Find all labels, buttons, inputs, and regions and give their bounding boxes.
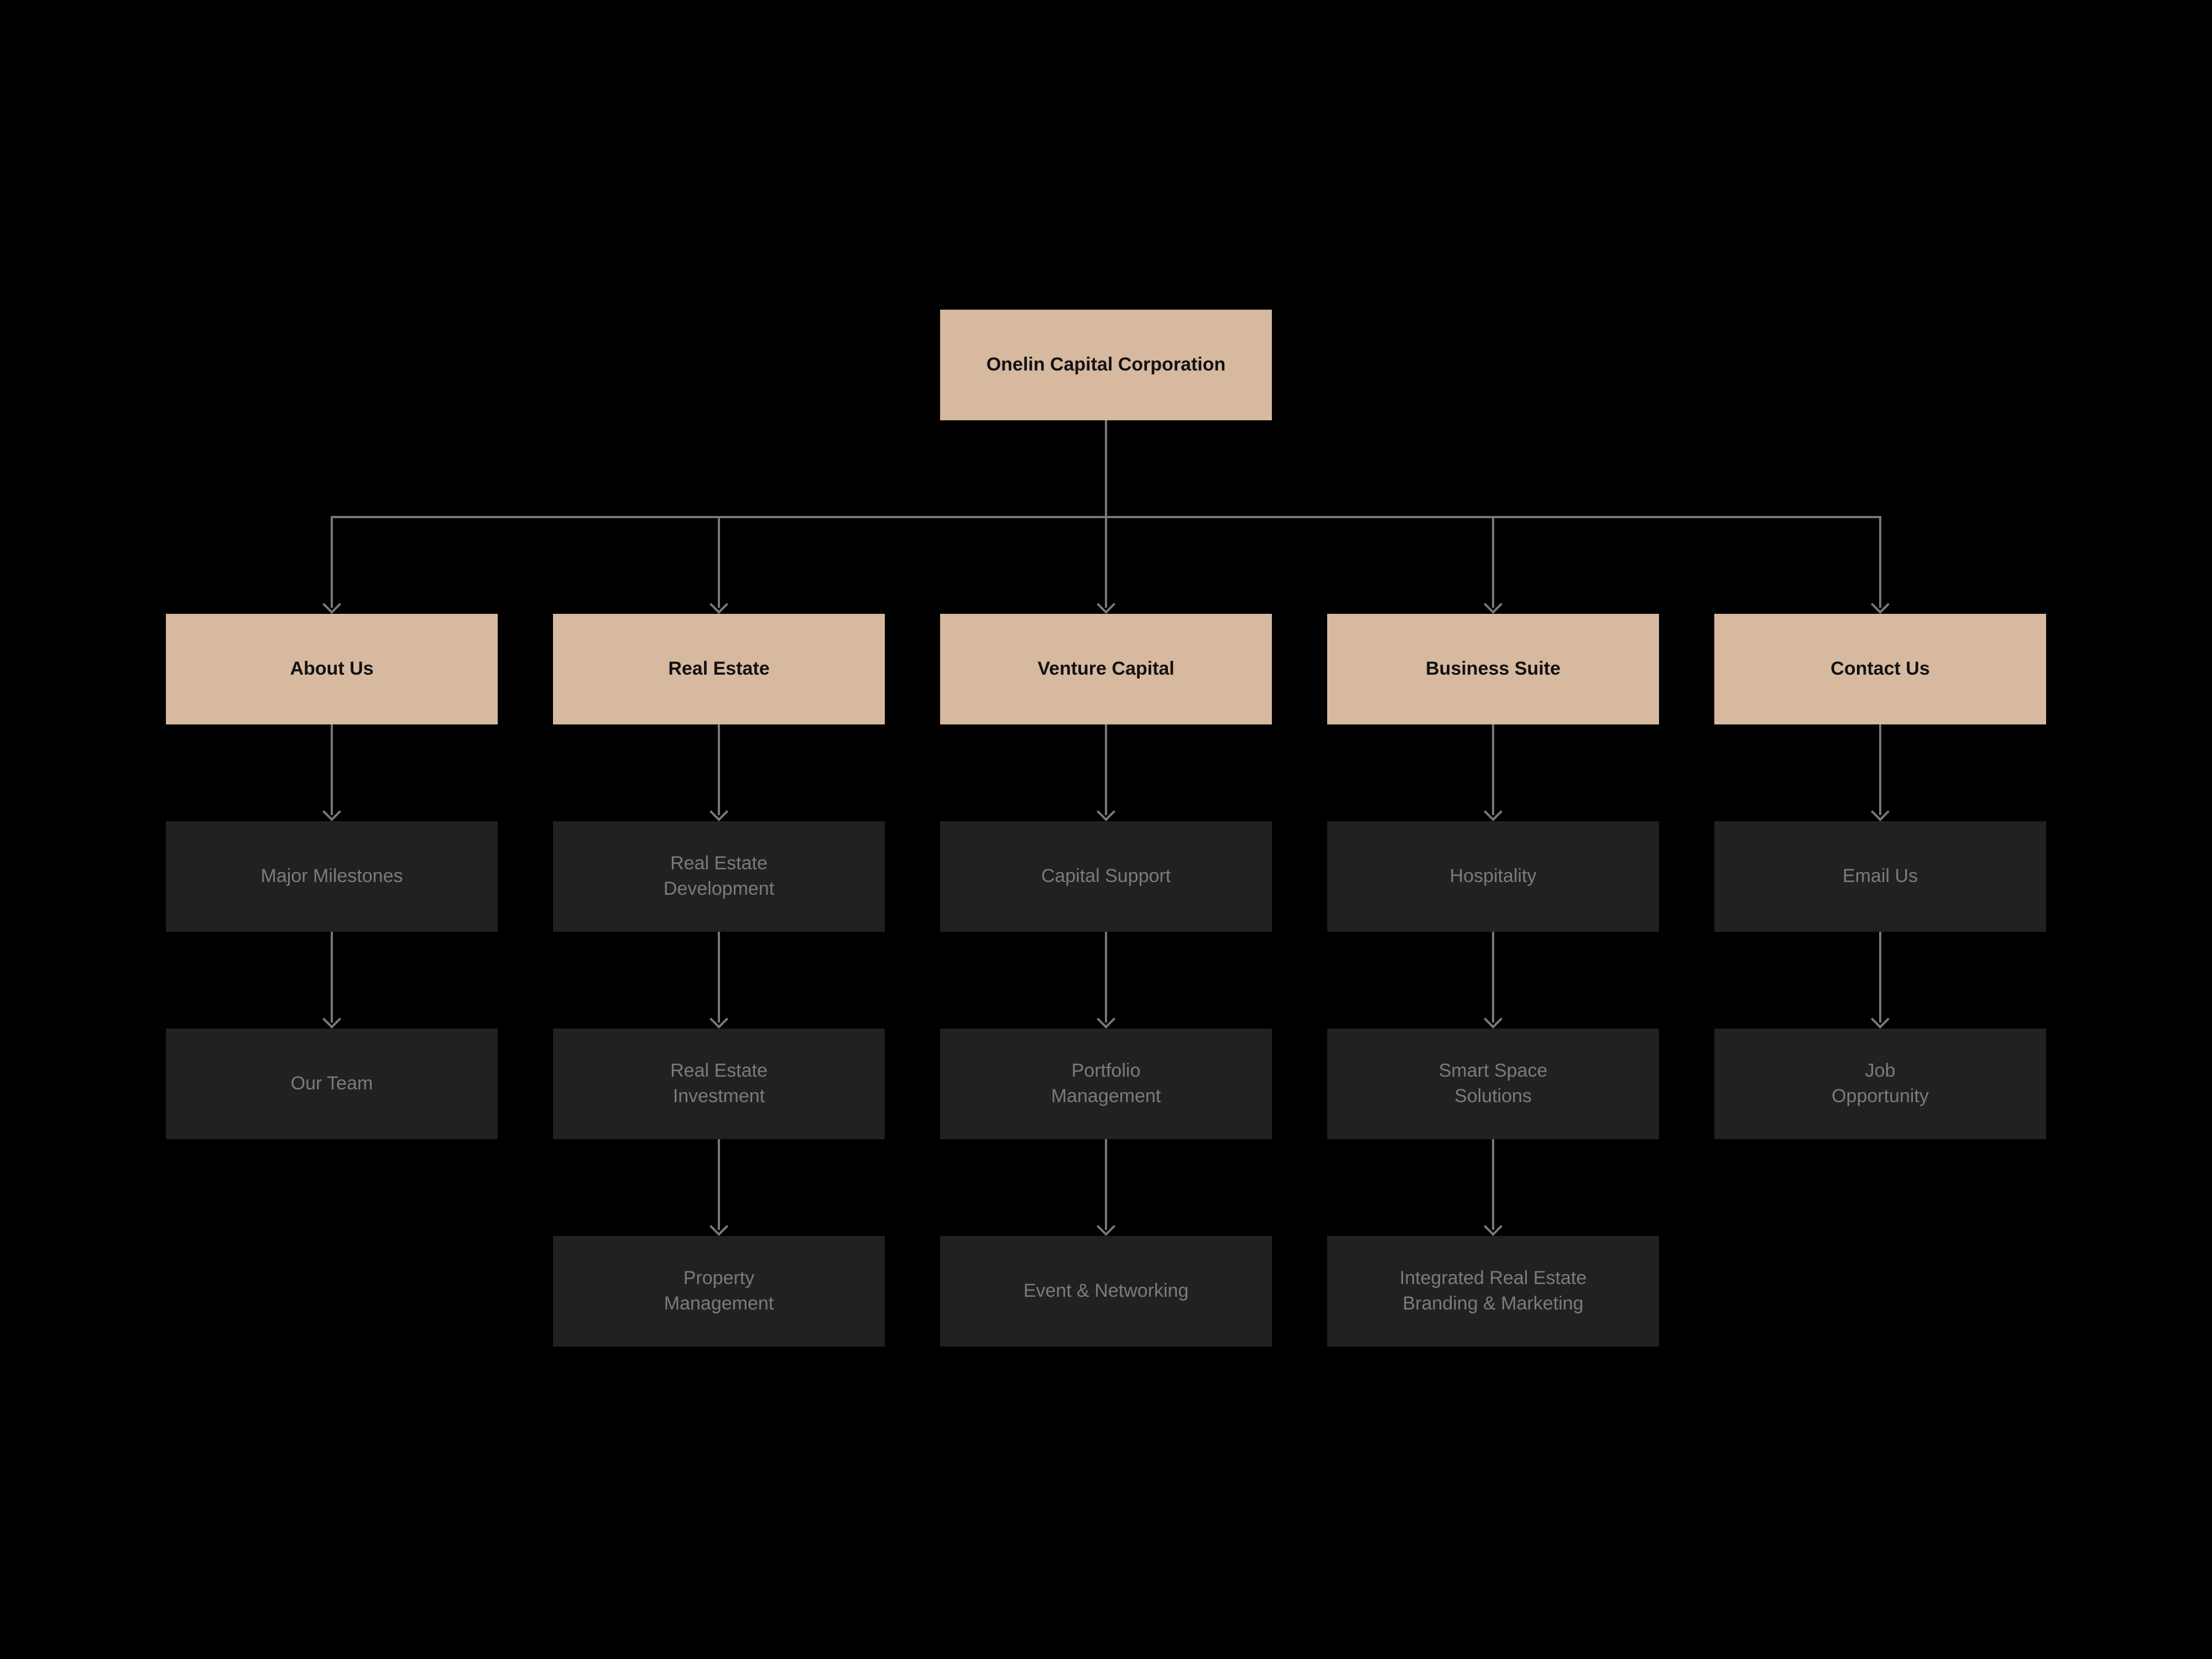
connector-drop-contact-us — [1879, 518, 1881, 608]
connector-investment-to-property-mgmt — [718, 1139, 720, 1230]
connector-real-estate-to-development — [718, 724, 720, 815]
connector-root-stem — [1105, 420, 1107, 517]
connector-venture-to-capital-support — [1105, 724, 1107, 815]
node-real-estate-development: Real Estate Development — [553, 821, 885, 932]
node-contact-us: Contact Us — [1714, 614, 2046, 724]
node-integrated-branding-marketing: Integrated Real Estate Branding & Market… — [1327, 1236, 1659, 1347]
connector-business-to-hospitality — [1492, 724, 1494, 815]
node-real-estate: Real Estate — [553, 614, 885, 724]
connector-about-us-to-major-milestones — [331, 724, 333, 815]
node-email-us: Email Us — [1714, 821, 2046, 932]
connector-major-milestones-to-our-team — [331, 932, 333, 1022]
connector-portfolio-to-event-networking — [1105, 1139, 1107, 1230]
node-property-management: Property Management — [553, 1236, 885, 1347]
connector-contact-to-email-us — [1879, 724, 1881, 815]
node-about-us: About Us — [166, 614, 498, 724]
node-hospitality: Hospitality — [1327, 821, 1659, 932]
node-job-opportunity: Job Opportunity — [1714, 1029, 2046, 1139]
node-event-networking: Event & Networking — [940, 1236, 1272, 1347]
node-our-team: Our Team — [166, 1029, 498, 1139]
connector-drop-venture-capital — [1105, 518, 1107, 608]
node-smart-space-solutions: Smart Space Solutions — [1327, 1029, 1659, 1139]
connector-smart-space-to-integrated — [1492, 1139, 1494, 1230]
node-root: Onelin Capital Corporation — [940, 310, 1272, 420]
node-major-milestones: Major Milestones — [166, 821, 498, 932]
connector-development-to-investment — [718, 932, 720, 1022]
connector-email-us-to-job-opportunity — [1879, 932, 1881, 1022]
node-portfolio-management: Portfolio Management — [940, 1029, 1272, 1139]
connector-drop-about-us — [331, 518, 333, 608]
node-capital-support: Capital Support — [940, 821, 1272, 932]
connector-capital-support-to-portfolio — [1105, 932, 1107, 1022]
node-venture-capital: Venture Capital — [940, 614, 1272, 724]
connector-hospitality-to-smart-space — [1492, 932, 1494, 1022]
connector-drop-business-suite — [1492, 518, 1494, 608]
node-business-suite: Business Suite — [1327, 614, 1659, 724]
node-real-estate-investment: Real Estate Investment — [553, 1029, 885, 1139]
connector-horizontal-bus — [331, 516, 1881, 518]
connector-drop-real-estate — [718, 518, 720, 608]
